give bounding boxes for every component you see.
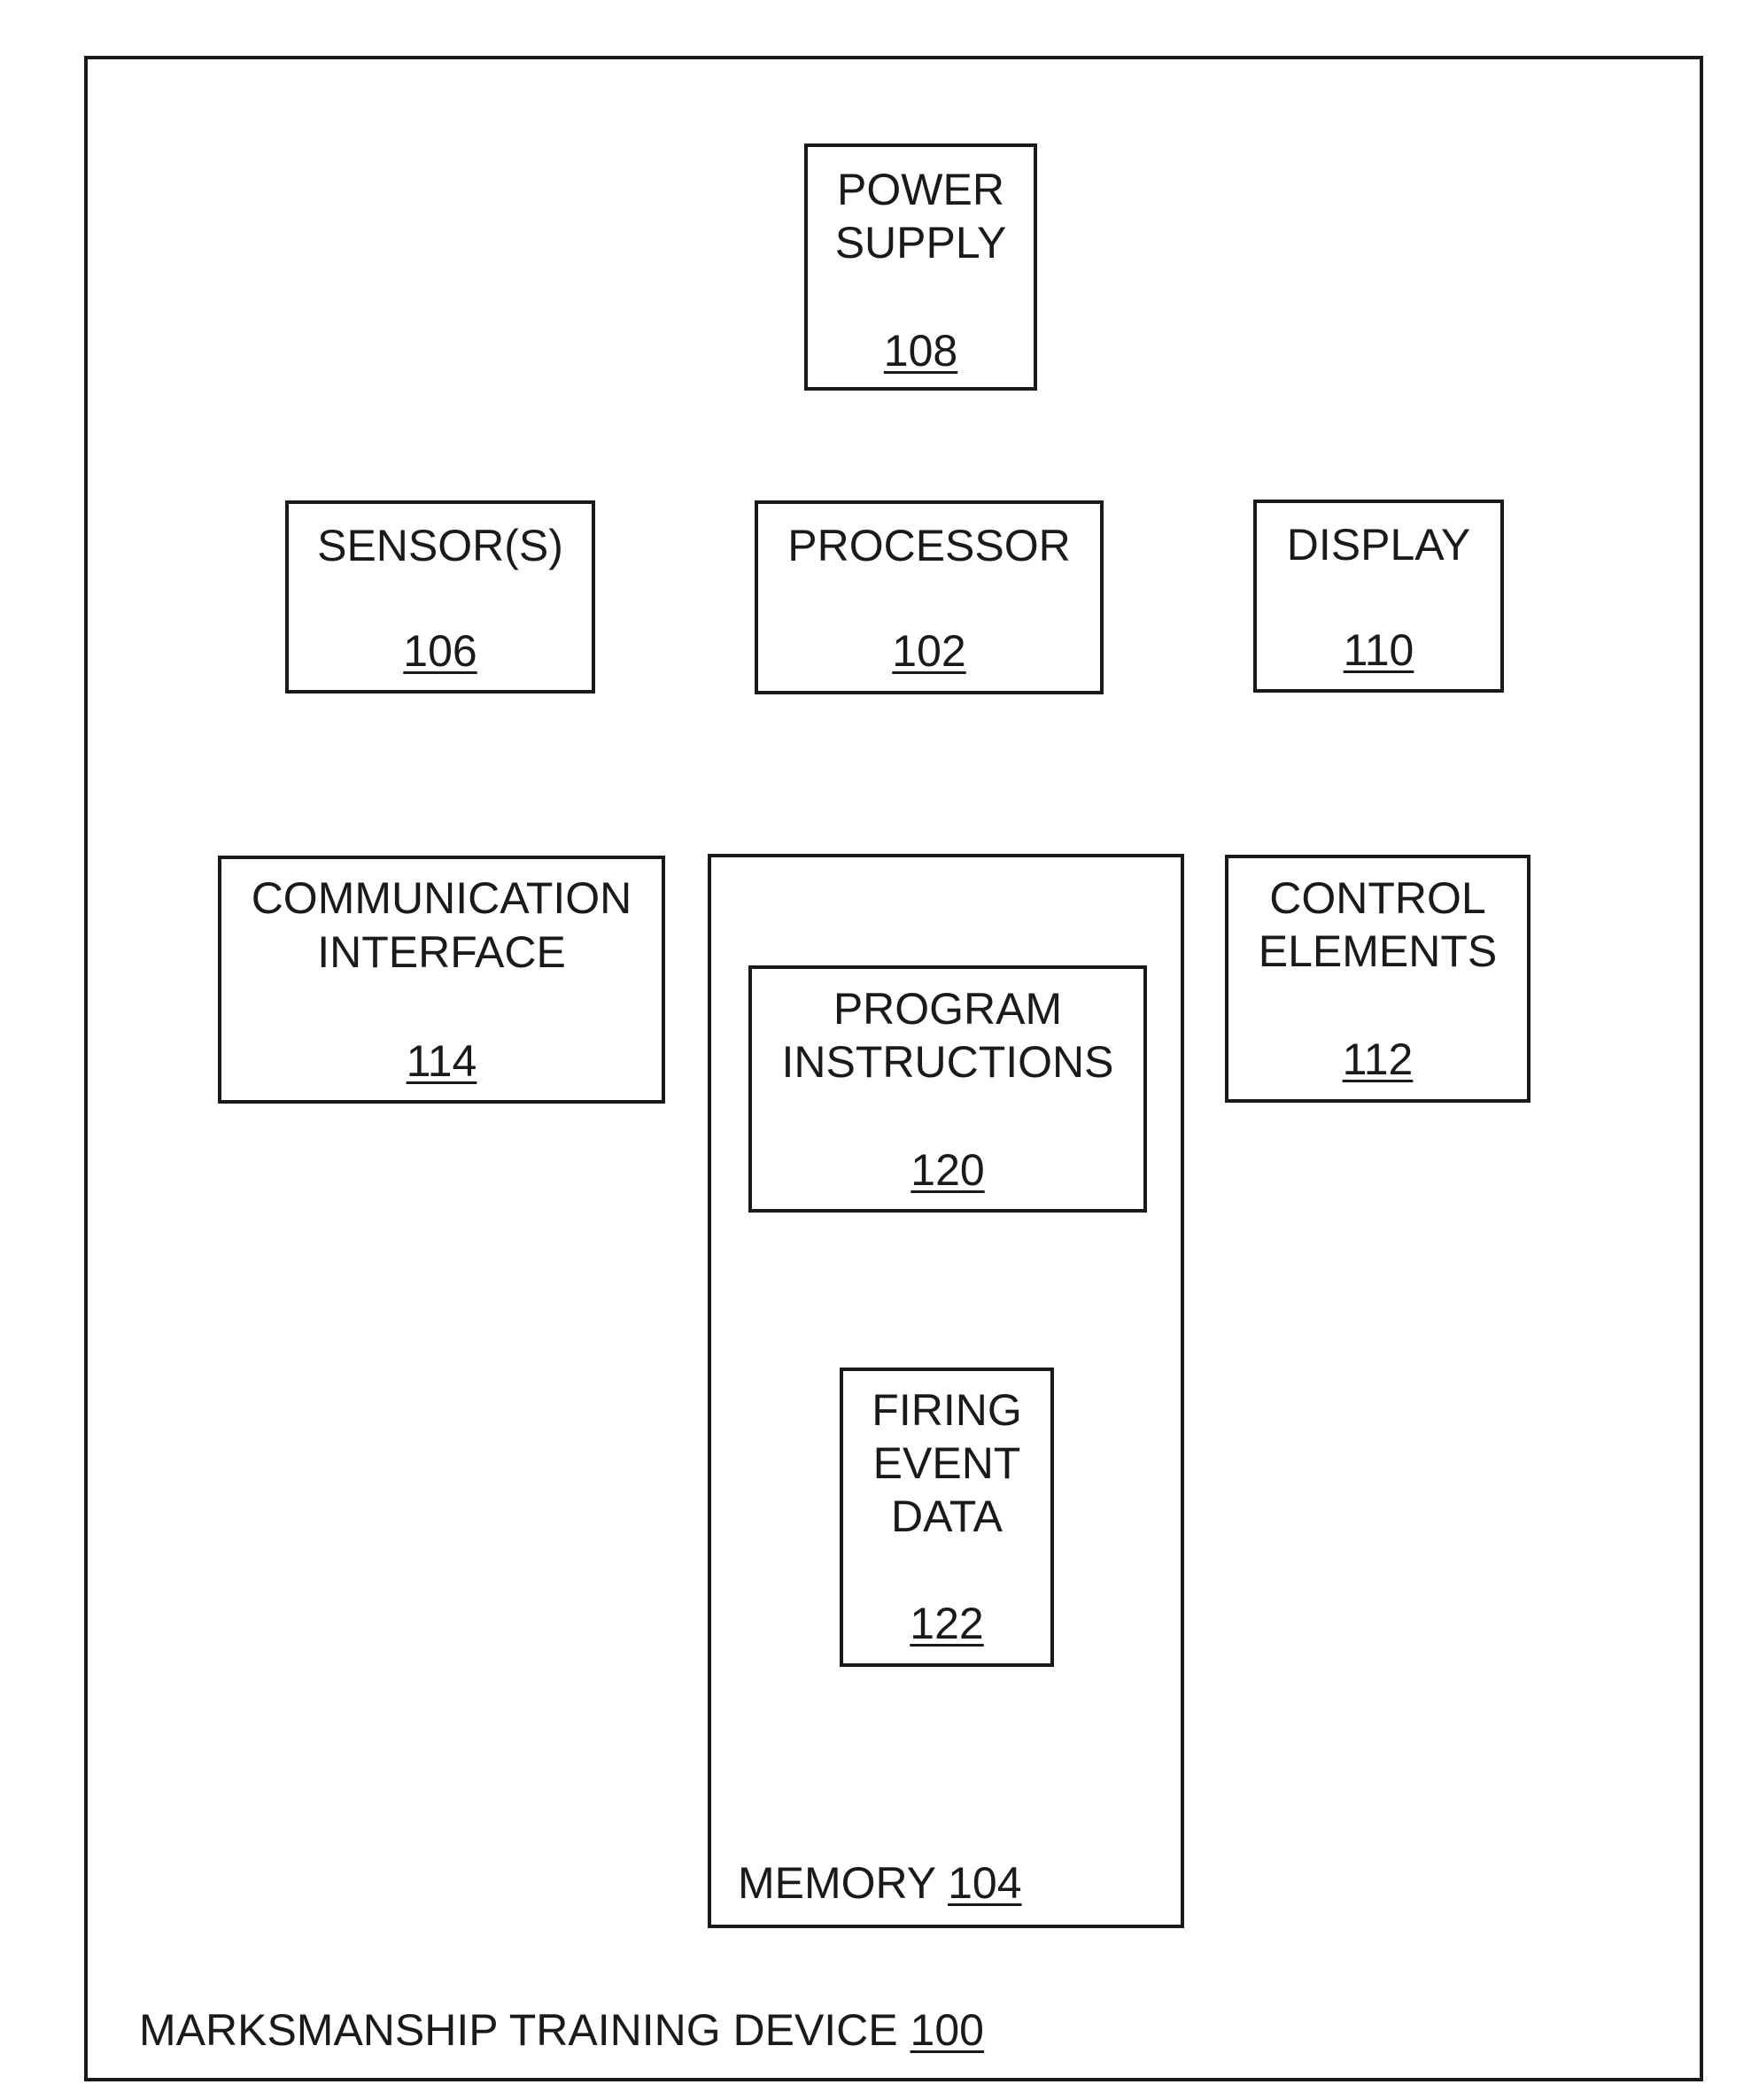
- program-instructions-label-line2: INSTRUCTIONS: [752, 1035, 1143, 1089]
- display-label: DISPLAY: [1257, 518, 1500, 572]
- power-supply-ref: 108: [808, 324, 1034, 378]
- sensors-box: SENSOR(S) 106: [285, 500, 595, 694]
- firing-event-data-ref: 122: [843, 1597, 1050, 1651]
- processor-ref: 102: [758, 624, 1100, 678]
- memory-ref: 104: [948, 1858, 1021, 1908]
- power-supply-label-line1: POWER: [808, 163, 1034, 217]
- program-instructions-box: PROGRAM INSTRUCTIONS 120: [748, 965, 1147, 1213]
- firing-event-data-label-line1: FIRING: [843, 1383, 1050, 1437]
- processor-box: PROCESSOR 102: [755, 500, 1104, 694]
- power-supply-box: POWER SUPPLY 108: [804, 143, 1037, 391]
- firing-event-data-label-line3: DATA: [843, 1490, 1050, 1544]
- control-elements-label-line1: CONTROL: [1228, 872, 1527, 926]
- communication-interface-box: COMMUNICATION INTERFACE 114: [218, 856, 665, 1104]
- device-label: MARKSMANSHIP TRAINING DEVICE: [139, 2005, 898, 2055]
- control-elements-label-line2: ELEMENTS: [1228, 925, 1527, 979]
- display-ref: 110: [1257, 624, 1500, 678]
- memory-label: MEMORY: [738, 1858, 935, 1908]
- memory-caption: MEMORY 104: [738, 1856, 1022, 1910]
- communication-interface-ref: 114: [221, 1035, 662, 1089]
- program-instructions-label-line1: PROGRAM: [752, 982, 1143, 1036]
- control-elements-box: CONTROL ELEMENTS 112: [1225, 855, 1530, 1103]
- communication-interface-label-line1: COMMUNICATION: [221, 872, 662, 926]
- sensors-ref: 106: [289, 624, 592, 678]
- control-elements-ref: 112: [1228, 1033, 1527, 1087]
- sensors-label: SENSOR(S): [289, 519, 592, 573]
- processor-label: PROCESSOR: [758, 519, 1100, 573]
- communication-interface-label-line2: INTERFACE: [221, 926, 662, 980]
- program-instructions-ref: 120: [752, 1143, 1143, 1197]
- firing-event-data-box: FIRING EVENT DATA 122: [840, 1368, 1054, 1667]
- display-box: DISPLAY 110: [1253, 500, 1504, 693]
- device-caption: MARKSMANSHIP TRAINING DEVICE 100: [139, 2003, 984, 2057]
- firing-event-data-label-line2: EVENT: [843, 1437, 1050, 1491]
- power-supply-label-line2: SUPPLY: [808, 216, 1034, 270]
- device-ref: 100: [910, 2005, 984, 2055]
